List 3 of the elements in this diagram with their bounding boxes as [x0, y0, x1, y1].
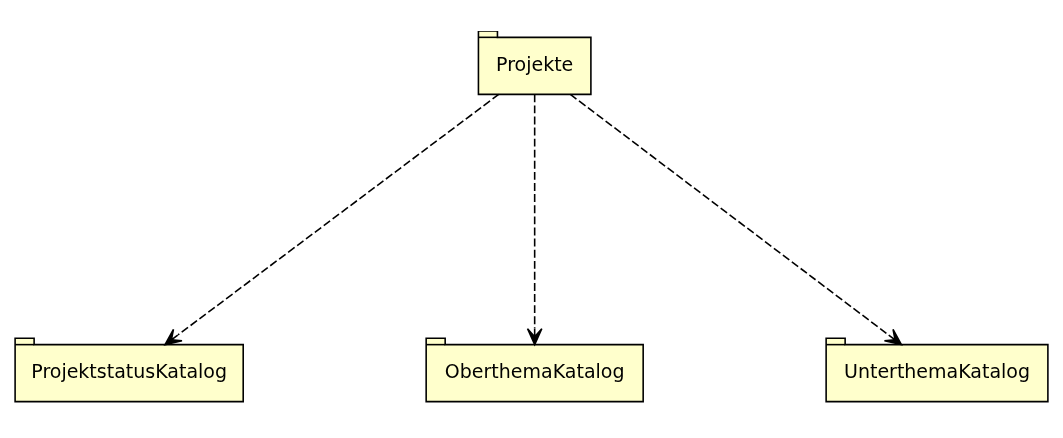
arrow — [164, 93, 500, 345]
arrow — [526, 93, 543, 345]
arrow — [569, 93, 903, 345]
